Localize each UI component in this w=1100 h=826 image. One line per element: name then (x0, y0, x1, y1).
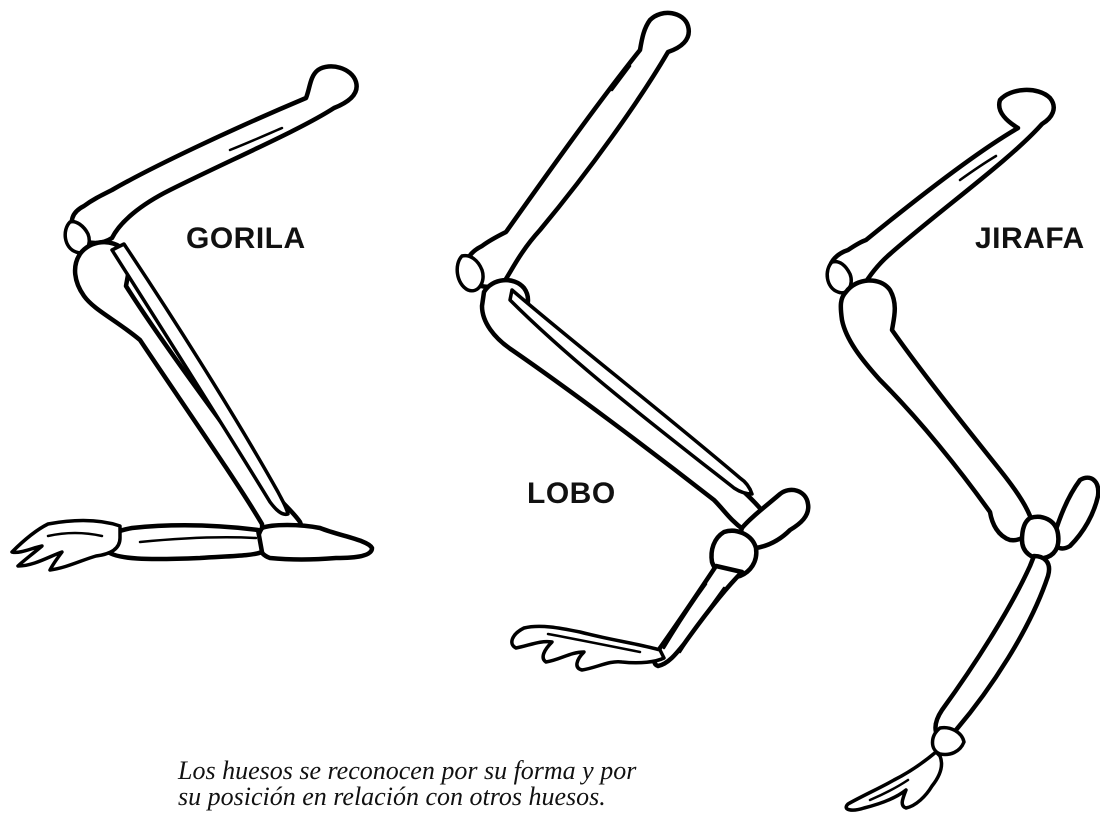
gorilla-ankle (258, 525, 372, 560)
gorilla-fibula (112, 244, 288, 514)
giraffe-leg-skeleton (827, 90, 1098, 810)
wolf-upper-bone (466, 13, 689, 287)
wolf-metatarsals (654, 566, 742, 666)
gorilla-toes (12, 521, 120, 571)
gorilla-metatarsals (104, 525, 262, 559)
giraffe-tibia (841, 280, 1031, 540)
wolf-leg-skeleton (457, 13, 808, 670)
giraffe-tarsals (1022, 517, 1058, 559)
giraffe-hoof (846, 752, 941, 810)
caption: Los huesos se reconocen por su forma y p… (178, 758, 798, 810)
caption-line-1: Los huesos se reconocen por su forma y p… (178, 758, 798, 784)
wolf-paw (512, 626, 664, 670)
giraffe-pastern (933, 728, 965, 755)
gorilla-leg-skeleton (12, 66, 372, 570)
caption-line-2: su posición en relación con otros huesos… (178, 784, 798, 810)
label-lobo: LOBO (527, 477, 616, 511)
label-gorila: GORILA (186, 222, 306, 256)
gorilla-tibia (75, 242, 302, 548)
giraffe-upper-bone (829, 90, 1054, 291)
label-jirafa: JIRAFA (975, 222, 1085, 256)
giraffe-cannon-bone (935, 556, 1049, 737)
wolf-fibula (510, 290, 752, 494)
wolf-tibia (482, 280, 766, 533)
gorilla-upper-bone (72, 66, 357, 243)
